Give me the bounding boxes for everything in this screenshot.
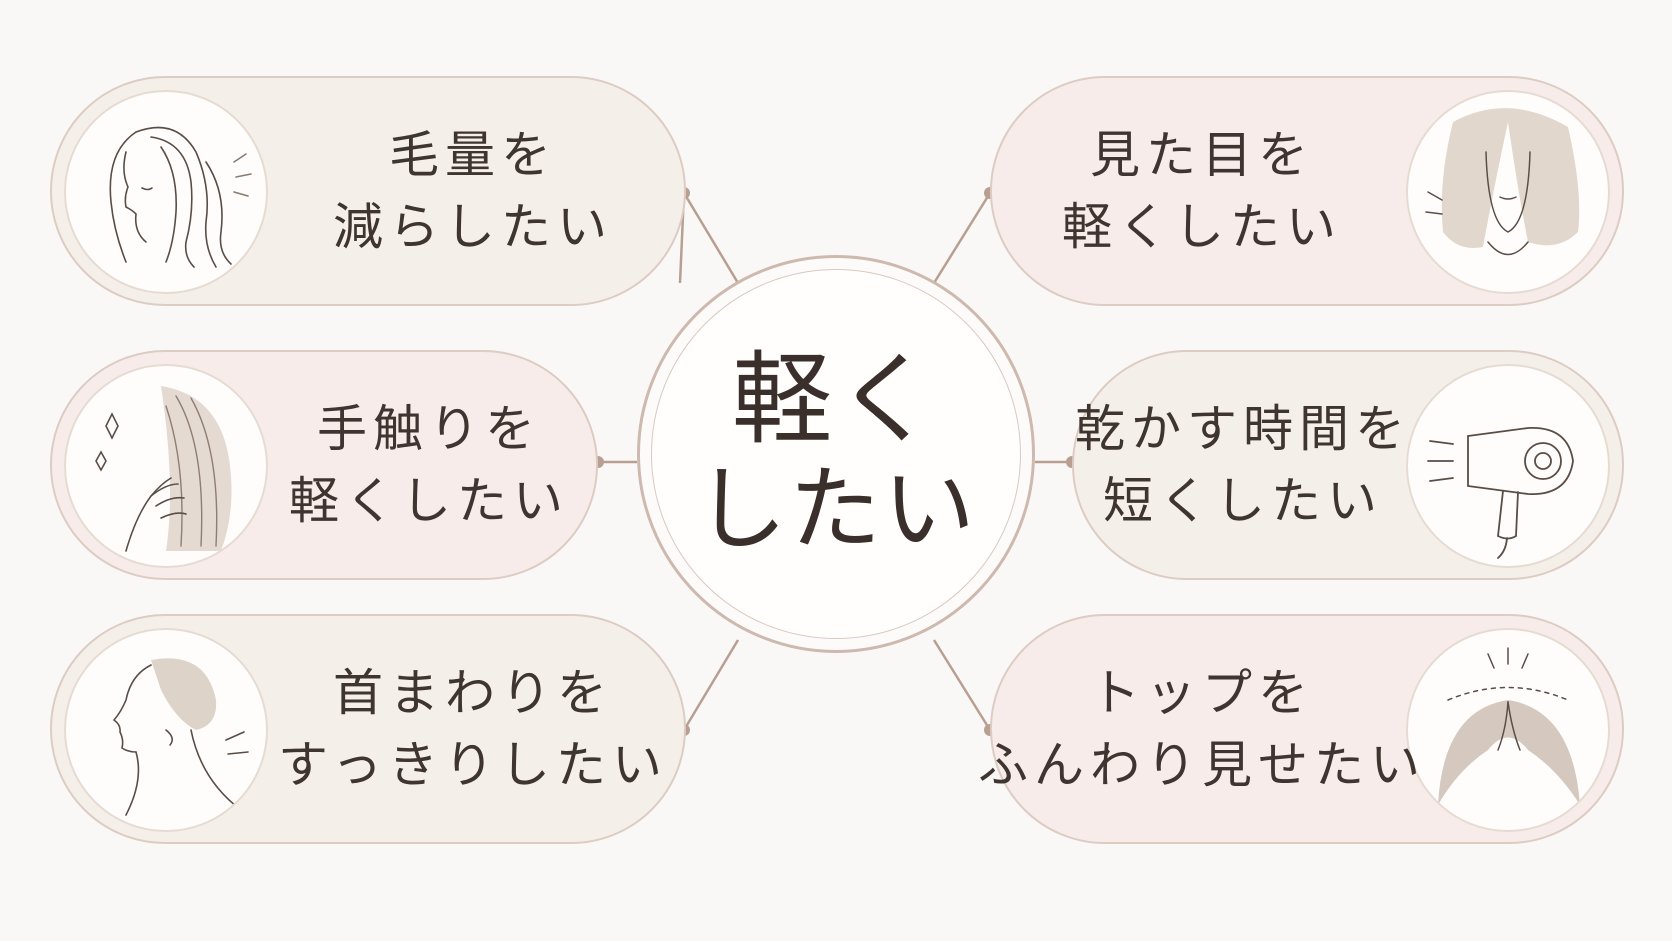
connector-bottom-left [682,639,740,731]
connector-bottom-right [932,639,992,731]
center-title-line2: したい [694,456,977,563]
card-text: 乾かす時間を 短くしたい [1075,352,1405,578]
connector-top-right [932,192,992,284]
card-text: 見た目を 軽くしたい [1012,78,1392,304]
center-title-line1: 軽く [732,341,940,458]
card-fluffy-top: トップを ふんわり見せたい [978,614,1624,844]
card-line1: 乾かす時間を [1075,400,1411,458]
hair-top-icon [1406,628,1610,832]
hair-dryer-icon [1406,364,1610,568]
card-line2: ふんわり見せたい [978,736,1426,794]
center-circle: 軽く したい [651,269,1021,639]
card-text: トップを ふんわり見せたい [978,616,1420,842]
card-line1: トップを [1090,664,1314,722]
card-line2: すっきりしたい [278,736,668,794]
card-short-dry-time: 乾かす時間を 短くしたい [1072,350,1624,580]
face-bob-icon [1406,90,1610,294]
hair-volume-icon [64,90,268,294]
card-line2: 軽くしたい [1062,198,1342,256]
card-lighten-touch: 手触りを 軽くしたい [50,350,598,580]
card-text: 毛量を 減らしたい [282,78,664,304]
card-line1: 手触りを [317,400,541,458]
card-line1: 毛量を [389,126,557,184]
card-lighten-look: 見た目を 軽くしたい [990,76,1624,306]
hair-touch-icon [64,364,268,568]
neck-line-icon [64,628,268,832]
card-line1: 首まわりを [333,664,613,722]
card-text: 手触りを 軽くしたい [282,352,576,578]
card-reduce-volume: 毛量を 減らしたい [50,76,686,306]
card-line2: 短くしたい [1103,472,1383,530]
card-neck-clean: 首まわりを すっきりしたい [50,614,686,844]
card-line2: 減らしたい [333,198,613,256]
card-line2: 軽くしたい [289,472,569,530]
card-line1: 見た目を [1090,126,1314,184]
card-text: 首まわりを すっきりしたい [278,616,664,842]
